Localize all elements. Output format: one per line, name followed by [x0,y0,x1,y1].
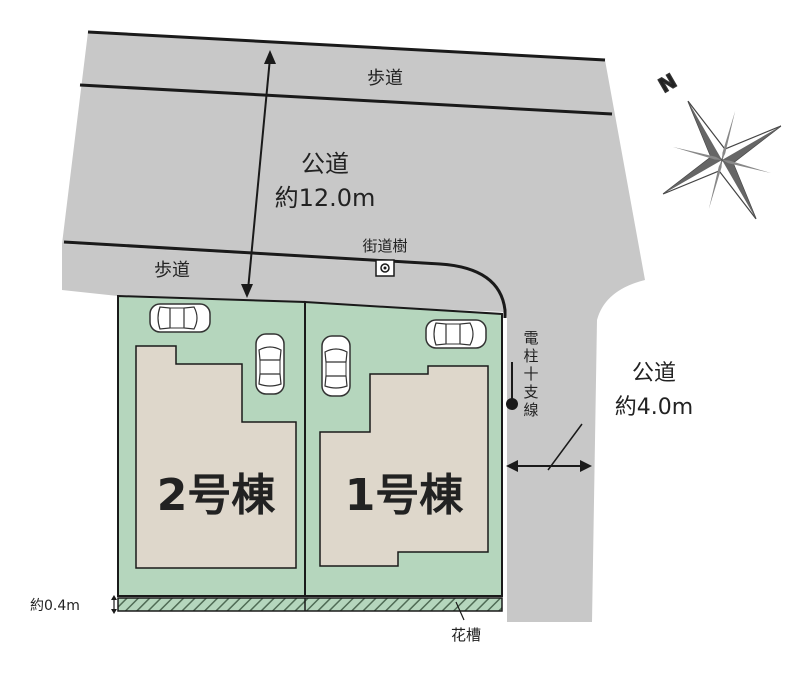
side-road-width-arrow [506,423,592,472]
compass-icon [662,100,782,220]
building-1 [319,365,489,567]
flower-bed-width-label: 約0.4m [30,598,80,614]
main-road [62,30,645,622]
main-road-width-arrow [241,50,276,298]
street-tree-label: 街道樹 [362,237,407,255]
utility-pole-label: 電 柱 十 支 線 [523,329,538,419]
car-icon [425,319,487,349]
svg-text:電: 電 [523,329,538,347]
street-tree-icon [375,259,395,277]
car-icon [149,303,211,333]
side-road-name-label: 公道 [632,361,676,386]
svg-text:線: 線 [523,401,538,419]
car-icon [255,333,285,395]
compass-north-label: N [654,69,681,98]
flower-bed-label: 花槽 [451,626,481,644]
svg-text:十: 十 [523,365,538,383]
main-road-name-label: 公道 [301,150,349,178]
building-1-label: 1号棟 [345,470,465,521]
road-edge-top [87,30,606,62]
svg-text:支: 支 [523,383,538,401]
utility-pole-icon [506,362,518,410]
sidewalk-left-label: 歩道 [154,260,190,281]
svg-text:柱: 柱 [523,347,538,365]
building-2-label: 2号棟 [157,470,277,521]
side-road-width-label: 約4.0m [615,395,693,420]
flower-bed-dimension-arrow [111,595,117,614]
car-icon [321,335,351,397]
sidewalk-top-label: 歩道 [367,68,403,89]
flower-bed [117,597,503,612]
flower-bed-leader [455,601,465,621]
sidewalk-line-top [79,83,613,116]
main-road-width-label: 約12.0m [275,184,376,212]
sidewalk-line-bottom [63,240,507,318]
building-2 [135,345,297,569]
